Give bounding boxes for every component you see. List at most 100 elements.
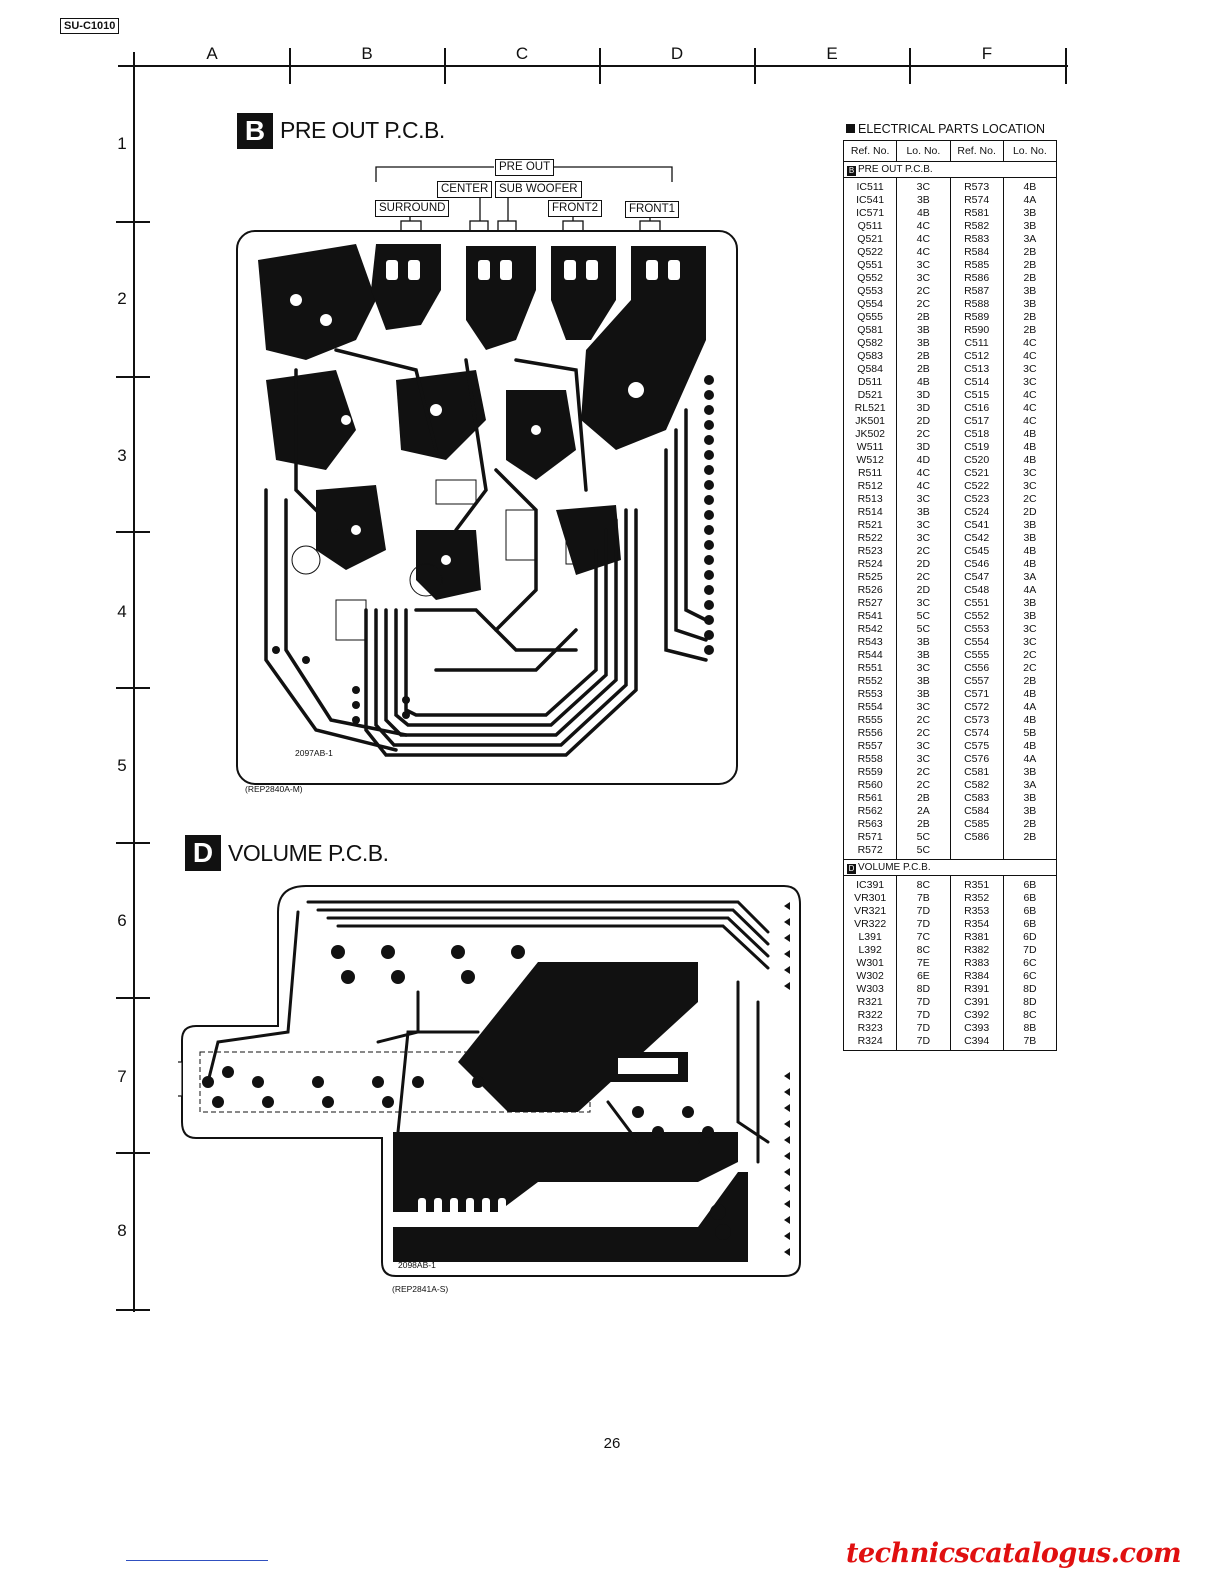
table-cell-location: 6C <box>1023 970 1037 982</box>
table-cell-ref: Q522 <box>857 246 883 258</box>
table-cell-ref: W301 <box>856 957 884 969</box>
volume-pcb-board <box>178 882 804 1280</box>
table-cell-location: 3B <box>1023 207 1037 219</box>
table-cell-location: 8D <box>1023 983 1037 995</box>
table-cell-location: 2C <box>916 779 931 791</box>
table-cell-location: 2C <box>916 545 931 557</box>
table-cell-ref: R353 <box>964 905 990 917</box>
table-cell-location: 6B <box>1023 905 1037 917</box>
table-cell-ref: R551 <box>857 662 883 674</box>
table-cell-location: 3C <box>916 662 931 674</box>
table-cell-ref: R590 <box>964 324 990 336</box>
table-cell-ref: W302 <box>856 970 884 982</box>
table-cell-location: 4B <box>916 207 930 219</box>
table-cell-ref: R514 <box>857 506 883 518</box>
table-cell-location: 3B <box>916 636 930 648</box>
table-cell-location: 4B <box>1023 545 1037 557</box>
table-cell-ref: Q521 <box>857 233 883 245</box>
table-cell-ref: R524 <box>857 558 883 570</box>
table-cell-ref: R553 <box>857 688 883 700</box>
table-cell-location: 3B <box>916 506 930 518</box>
table-cell-location: 2B <box>916 792 930 804</box>
table-cell-location: 3B <box>916 337 930 349</box>
table-cell-ref: L391 <box>858 931 882 943</box>
header-lo-no: Lo. No. <box>897 141 951 161</box>
table-cell-ref: C522 <box>964 480 990 492</box>
table-cell-ref: W511 <box>856 441 884 453</box>
surround-connector-label: SURROUND <box>375 200 450 217</box>
table-cell-ref: R351 <box>964 879 990 891</box>
table-cell-location: 3B <box>1023 532 1037 544</box>
volume-part-code: (REP2841A-S) <box>392 1284 449 1294</box>
table-cell-location: 3B <box>1023 220 1037 232</box>
table-cell-ref: Q511 <box>857 220 883 232</box>
table-cell-ref: C554 <box>964 636 990 648</box>
table-cell-location: 3C <box>916 532 931 544</box>
watermark: technicscatalogus.com <box>846 1538 1182 1569</box>
table-cell-ref: C524 <box>964 506 990 518</box>
table-cell-location: 8D <box>1023 996 1037 1008</box>
header-lo-no: Lo. No. <box>1012 145 1047 157</box>
table-cell-location: 3C <box>1023 636 1037 648</box>
table-cell-ref: JK502 <box>855 428 886 440</box>
table-cell-location: 4A <box>1023 194 1037 206</box>
table-cell-ref: Q551 <box>857 259 883 271</box>
table-cell-ref: C521 <box>964 467 990 479</box>
table-cell-location: 3C <box>916 597 931 609</box>
table-cell-location: 5C <box>916 623 931 635</box>
table-cell-location: 3C <box>916 701 931 713</box>
table-cell-location: 4C <box>1023 337 1037 349</box>
table-cell-location: 2C <box>916 766 931 778</box>
table-cell-location: 3B <box>1023 805 1037 817</box>
table-cell-location: 7E <box>916 957 930 969</box>
table-cell-ref: C518 <box>964 428 990 440</box>
table-cell-ref: R589 <box>964 311 990 323</box>
table-cell-location: 2C <box>916 298 931 310</box>
footer-rule <box>126 1560 268 1561</box>
table-cell-ref: R552 <box>857 675 883 687</box>
table-cell-location: 8C <box>1023 1009 1037 1021</box>
table-cell-location: 8C <box>916 879 931 891</box>
table-cell-ref: C585 <box>964 818 990 830</box>
table-cell-location: 2B <box>1023 272 1037 284</box>
table-cell-location: 3B <box>1023 766 1037 778</box>
table-cell-ref: L392 <box>858 944 882 956</box>
table-cell-location: 2C <box>1023 493 1037 505</box>
table-cell-location: 4A <box>1023 753 1037 765</box>
table-cell-ref: VR321 <box>854 905 887 917</box>
table-cell-ref: JK501 <box>855 415 886 427</box>
table-cell-ref: R554 <box>857 701 883 713</box>
table-cell-location: 5B <box>1023 727 1037 739</box>
table-cell-ref: R557 <box>857 740 883 752</box>
square-bullet-icon <box>846 124 855 133</box>
table-cell-location: 4B <box>1023 428 1037 440</box>
table-cell-ref: C542 <box>964 532 990 544</box>
table-cell-location: 3D <box>916 389 931 401</box>
table-cell-ref: C575 <box>964 740 990 752</box>
table-cell-ref: C523 <box>964 493 990 505</box>
table-cell-location: 6B <box>1023 892 1037 904</box>
table-cell-ref: R322 <box>857 1009 883 1021</box>
table-cell-ref: R512 <box>857 480 883 492</box>
table-header: Ref. No. Lo. No. Ref. No. Lo. No. <box>844 141 1056 162</box>
table-cell-location: 4C <box>916 246 931 258</box>
table-cell-ref: R526 <box>857 584 883 596</box>
table-cell-location: 3C <box>1023 363 1037 375</box>
table-cell-ref: C547 <box>964 571 990 583</box>
table-cell-location: 4C <box>1023 350 1037 362</box>
table-cell-location: 4C <box>916 233 931 245</box>
table-cell-location: 7D <box>916 1009 931 1021</box>
table-cell-location: 2B <box>916 311 930 323</box>
table-cell-ref: RL521 <box>854 402 886 414</box>
table-cell-ref: D511 <box>857 376 883 388</box>
table-cell-ref: C571 <box>964 688 990 700</box>
table-cell-ref: Q552 <box>857 272 883 284</box>
table-cell-ref: R581 <box>964 207 990 219</box>
table-cell-location: 4B <box>1023 740 1037 752</box>
pre-out-part-code: (REP2840A-M) <box>245 784 303 794</box>
